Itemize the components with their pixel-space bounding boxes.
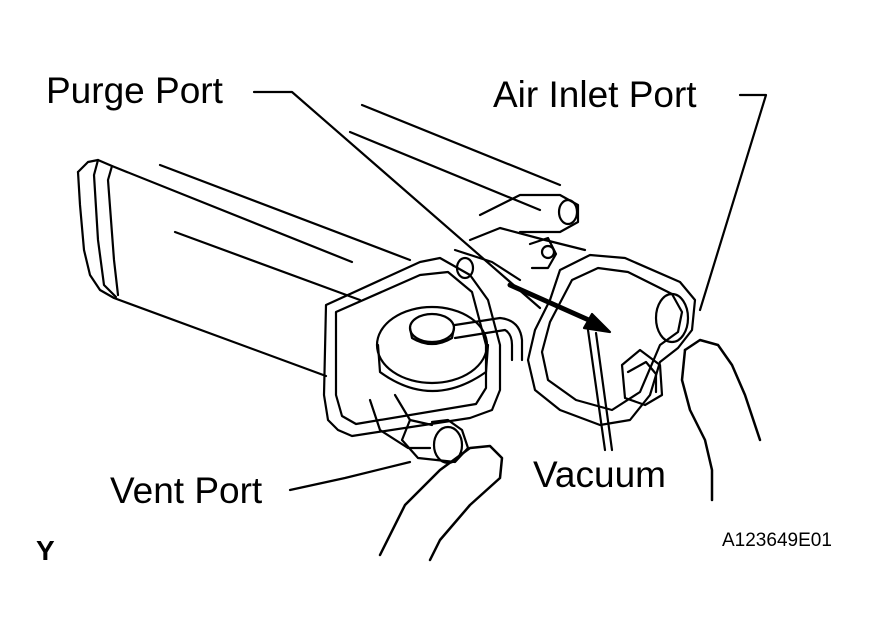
vent-valve [375, 305, 524, 393]
vacuum-leader-1 [586, 328, 607, 452]
figure-code: A123649E01 [722, 530, 832, 551]
vacuum-label: Vacuum [533, 454, 666, 495]
upper-tubes [453, 193, 587, 282]
vacuum-arrow [507, 282, 612, 334]
purge-port-label: Purge Port [46, 70, 223, 111]
purge-port-leader [252, 90, 542, 310]
vacuum-leader-2 [594, 331, 614, 452]
vent-port-label: Vent Port [110, 470, 263, 511]
air-inlet-port-label: Air Inlet Port [493, 74, 697, 115]
charcoal-canister [76, 103, 562, 438]
leader-lines [252, 90, 768, 492]
vent-port-leader [288, 460, 412, 492]
air-inlet-port-leader [698, 93, 768, 312]
fingers [378, 338, 762, 562]
corner-mark: Y [36, 535, 55, 566]
vent-port-tube [368, 393, 470, 465]
pump-module [526, 253, 697, 427]
